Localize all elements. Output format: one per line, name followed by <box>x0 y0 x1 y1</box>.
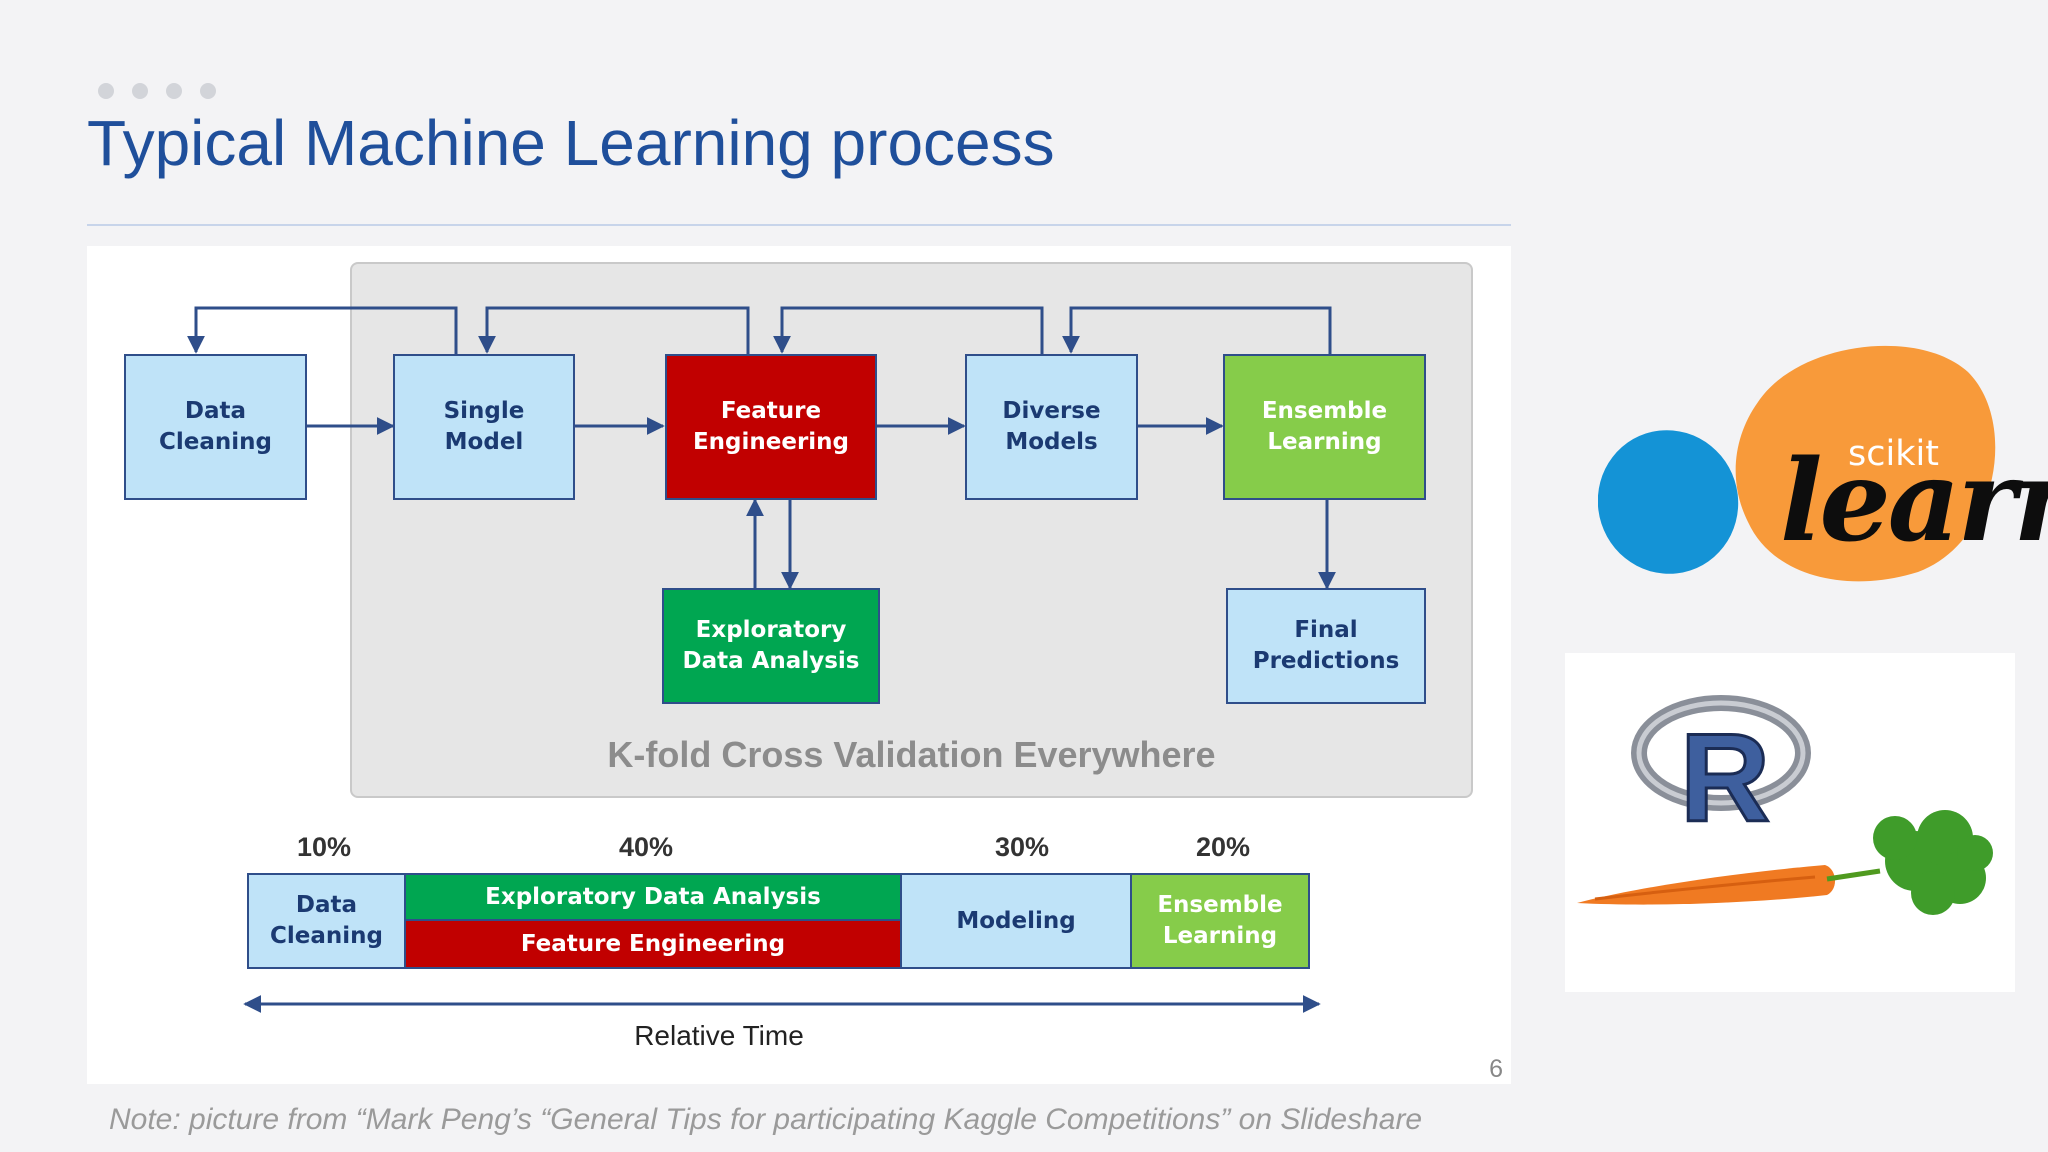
node-ensemble-learning: Ensemble Learning <box>1223 354 1426 500</box>
scikit-learn-logo <box>1598 345 1996 582</box>
cross-validation-panel <box>350 262 1473 798</box>
cross-validation-label: K-fold Cross Validation Everywhere <box>607 734 1216 775</box>
percent-feature-eda: 40% <box>618 832 674 862</box>
carrot-body <box>1577 865 1836 905</box>
dot <box>200 83 216 99</box>
r-caret-logo: R <box>1565 653 2015 992</box>
timeline-ensemble: Ensemble Learning <box>1130 873 1310 969</box>
r-caret-artwork: R <box>1577 695 1993 915</box>
r-letter: R <box>1680 709 1770 848</box>
loop-diverse-to-feature <box>773 306 1044 354</box>
timeline-data-cleaning: Data Cleaning <box>247 873 406 969</box>
ml-process-figure: K-fold Cross Validation Everywhere Data … <box>87 246 1511 1084</box>
source-note: Note: picture from “Mark Peng’s “General… <box>109 1103 1423 1136</box>
loop-single-to-cleaning <box>187 306 458 354</box>
node-feature-engineering: Feature Engineering <box>665 354 877 500</box>
loop-feature-to-single <box>478 306 750 354</box>
relative-time-label: Relative Time <box>634 1020 804 1051</box>
learn-word-text: learn <box>1780 436 2048 567</box>
dot <box>166 83 182 99</box>
carrot-stem <box>1826 868 1881 882</box>
timeline-modeling: Modeling <box>900 873 1132 969</box>
page-number: 6 <box>1489 1055 1503 1083</box>
loop-ensemble-to-diverse <box>1062 306 1332 354</box>
dot <box>98 83 114 99</box>
timeline-eda: Exploratory Data Analysis <box>404 873 902 921</box>
percent-ensemble: 20% <box>1195 832 1251 862</box>
slide-title: Typical Machine Learning process <box>87 107 1055 179</box>
percent-data-cleaning: 10% <box>296 832 352 862</box>
slide-dots <box>98 83 216 99</box>
carrot-leaves <box>1873 810 1993 915</box>
scikit-prefix-text: scikit <box>1848 434 1939 474</box>
percent-modeling: 30% <box>994 832 1050 862</box>
title-divider <box>87 224 1511 226</box>
node-exploratory-data-analysis: Exploratory Data Analysis <box>662 588 880 704</box>
node-diverse-models: Diverse Models <box>965 354 1138 500</box>
timeline-feature-engineering: Feature Engineering <box>404 919 902 969</box>
flow-arrows <box>187 306 1336 1013</box>
logo-orange-blob <box>1735 345 1996 582</box>
dot <box>132 83 148 99</box>
node-final-predictions: Final Predictions <box>1226 588 1426 704</box>
node-single-model: Single Model <box>393 354 575 500</box>
node-data-cleaning: Data Cleaning <box>124 354 307 500</box>
logo-blue-blob <box>1598 430 1739 574</box>
